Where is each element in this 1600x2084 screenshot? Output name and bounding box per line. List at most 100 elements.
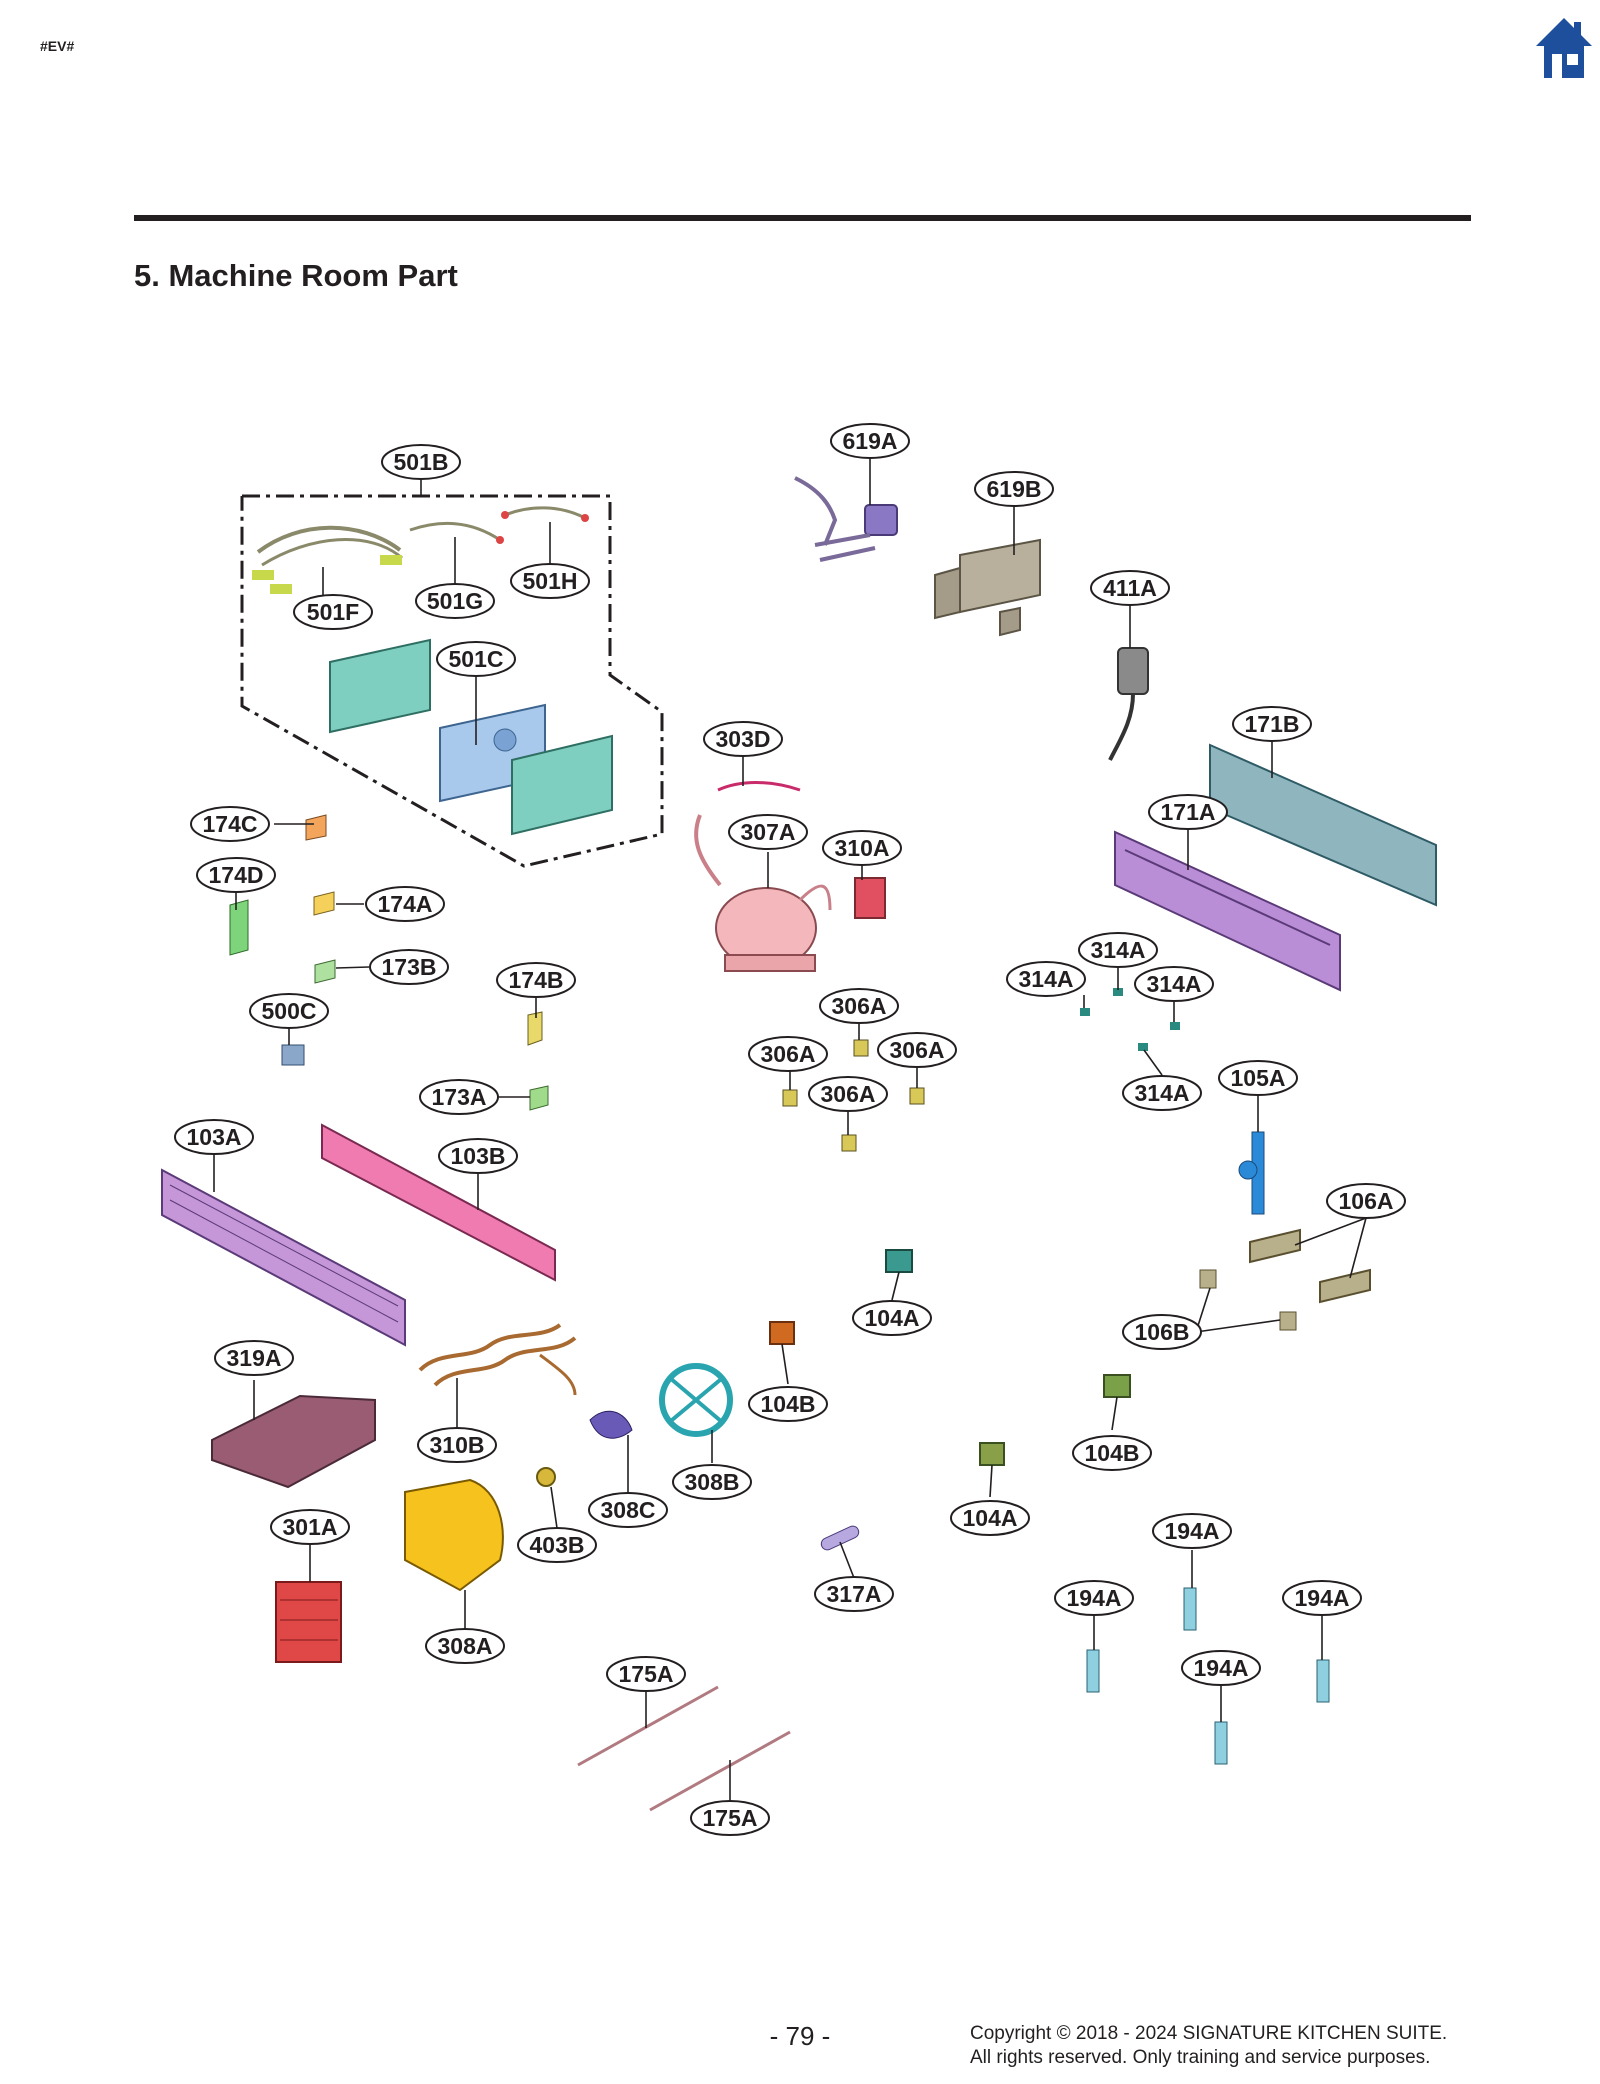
callout-104a: 104A xyxy=(950,1500,1030,1536)
callout-501c: 501C xyxy=(436,641,516,677)
callout-labels: 501B 501F 501G 501H 501C 619A 619B 411A … xyxy=(174,423,1406,1836)
svg-text:501H: 501H xyxy=(523,568,578,594)
callout-194a: 194A xyxy=(1282,1580,1362,1616)
wire-harness-part xyxy=(252,506,589,594)
home-icon[interactable] xyxy=(1534,16,1594,82)
svg-text:308A: 308A xyxy=(438,1633,493,1659)
callout-175a: 175A xyxy=(690,1800,770,1836)
svg-text:104A: 104A xyxy=(865,1305,920,1331)
svg-text:310B: 310B xyxy=(430,1432,485,1458)
svg-text:306A: 306A xyxy=(890,1037,945,1063)
pcb-boards-part xyxy=(329,638,613,836)
callout-306a: 306A xyxy=(808,1076,888,1112)
svg-text:306A: 306A xyxy=(821,1081,876,1107)
svg-text:403B: 403B xyxy=(530,1532,585,1558)
svg-text:501C: 501C xyxy=(449,646,504,672)
svg-text:175A: 175A xyxy=(703,1805,758,1831)
callout-403b: 403B xyxy=(517,1527,597,1563)
drier-317a-part xyxy=(820,1525,860,1551)
callout-314a: 314A xyxy=(1006,961,1086,997)
svg-text:104B: 104B xyxy=(761,1391,816,1417)
callout-319a: 319A xyxy=(214,1340,294,1376)
svg-text:314A: 314A xyxy=(1019,966,1074,992)
callout-306a: 306A xyxy=(877,1032,957,1068)
connectors-106-part xyxy=(1199,1228,1371,1331)
callout-104a: 104A xyxy=(852,1300,932,1336)
svg-text:501B: 501B xyxy=(394,449,449,475)
svg-text:314A: 314A xyxy=(1147,971,1202,997)
callout-301a: 301A xyxy=(270,1509,350,1545)
valve-bracket-part xyxy=(934,538,1041,637)
svg-text:173B: 173B xyxy=(382,954,437,980)
svg-text:310A: 310A xyxy=(835,835,890,861)
svg-text:171B: 171B xyxy=(1245,711,1300,737)
callout-619a: 619A xyxy=(830,423,910,459)
svg-text:307A: 307A xyxy=(741,819,796,845)
grommet-parts xyxy=(782,1039,925,1152)
callout-310a: 310A xyxy=(822,830,902,866)
svg-text:104B: 104B xyxy=(1085,1440,1140,1466)
valve-105a-part xyxy=(1238,1131,1265,1215)
svg-text:174C: 174C xyxy=(203,811,258,837)
callout-106b: 106B xyxy=(1122,1314,1202,1350)
fan-guard-308b-part xyxy=(659,1363,733,1437)
overload-part xyxy=(854,877,886,919)
callout-103a: 103A xyxy=(174,1119,254,1155)
callout-174b: 174B xyxy=(496,962,576,998)
callout-314a: 314A xyxy=(1134,966,1214,1002)
callout-307a: 307A xyxy=(728,814,808,850)
svg-text:317A: 317A xyxy=(827,1581,882,1607)
svg-text:308C: 308C xyxy=(601,1497,656,1523)
callout-173b: 173B xyxy=(369,949,449,985)
callout-171a: 171A xyxy=(1148,794,1228,830)
svg-text:173A: 173A xyxy=(432,1084,487,1110)
svg-text:314A: 314A xyxy=(1135,1080,1190,1106)
callout-194a: 194A xyxy=(1152,1513,1232,1549)
svg-text:308B: 308B xyxy=(685,1469,740,1495)
callout-194a: 194A xyxy=(1181,1650,1261,1686)
copyright-line-2: All rights reserved. Only training and s… xyxy=(970,2047,1431,2068)
rods-175a-part xyxy=(577,1685,791,1812)
callout-308c: 308C xyxy=(588,1492,668,1528)
svg-text:619B: 619B xyxy=(987,476,1042,502)
svg-text:619A: 619A xyxy=(843,428,898,454)
svg-text:106B: 106B xyxy=(1135,1319,1190,1345)
sensors-314a-part xyxy=(1080,988,1180,1051)
section-title: 5. Machine Room Part xyxy=(134,258,458,293)
svg-text:174B: 174B xyxy=(509,967,564,993)
callout-175a: 175A xyxy=(606,1656,686,1692)
svg-text:194A: 194A xyxy=(1295,1585,1350,1611)
header-rule xyxy=(134,215,1471,221)
plate-171b-part xyxy=(1209,743,1437,907)
svg-text:306A: 306A xyxy=(832,993,887,1019)
svg-text:301A: 301A xyxy=(283,1514,338,1540)
callout-310b: 310B xyxy=(417,1427,497,1463)
brackets-194a-part xyxy=(1086,1587,1330,1765)
callout-501f: 501F xyxy=(293,594,373,630)
motor-403b-part xyxy=(536,1467,556,1487)
callout-174d: 174D xyxy=(196,857,276,893)
leader-lines xyxy=(213,458,1367,1800)
copyright-line-1: Copyright © 2018 - 2024 SIGNATURE KITCHE… xyxy=(970,2023,1448,2044)
page-number: - 79 - xyxy=(769,2021,831,2051)
grille-103a-part xyxy=(161,1168,406,1347)
assembly-boundary xyxy=(240,494,664,868)
sensor-holders-104a-part xyxy=(769,1249,1131,1466)
svg-text:175A: 175A xyxy=(619,1661,674,1687)
wire-303d-part xyxy=(717,781,801,792)
compressor-part xyxy=(694,814,832,972)
callout-104b: 104B xyxy=(1072,1435,1152,1471)
callout-317a: 317A xyxy=(814,1576,894,1612)
small-clip-parts xyxy=(229,814,549,1111)
svg-text:104A: 104A xyxy=(963,1505,1018,1531)
valve-part xyxy=(794,476,898,562)
svg-text:306A: 306A xyxy=(761,1041,816,1067)
callout-619b: 619B xyxy=(974,471,1054,507)
svg-text:103A: 103A xyxy=(187,1124,242,1150)
callout-308a: 308A xyxy=(425,1628,505,1664)
callout-411a: 411A xyxy=(1090,570,1170,606)
svg-text:501G: 501G xyxy=(427,588,483,614)
svg-text:501F: 501F xyxy=(307,599,359,625)
callout-303d: 303D xyxy=(703,721,783,757)
